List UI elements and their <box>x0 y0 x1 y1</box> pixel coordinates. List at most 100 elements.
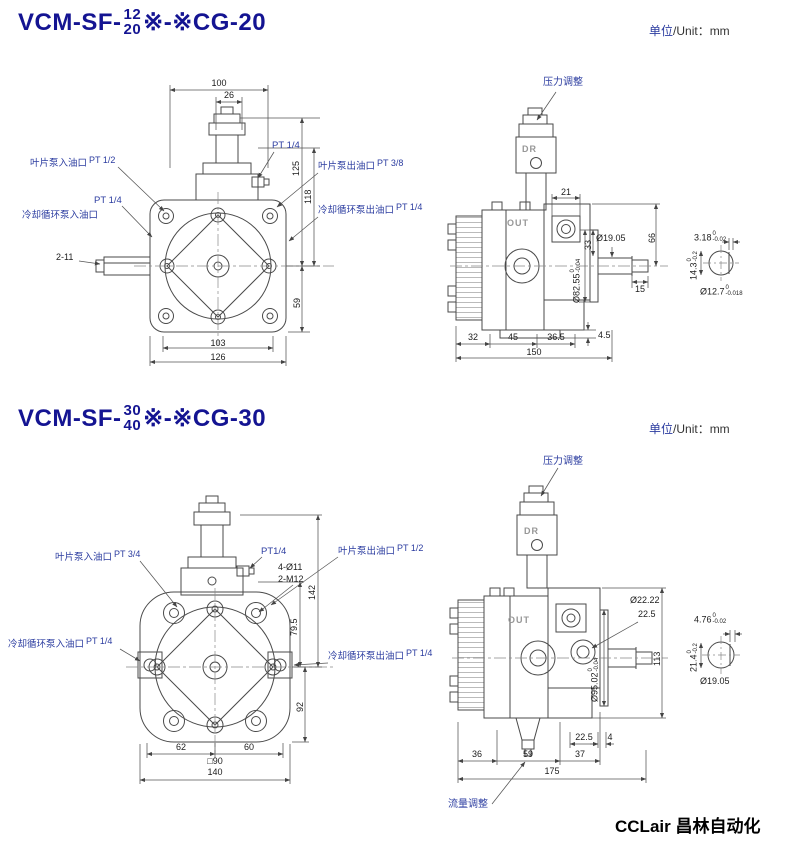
dim-37: 37 <box>574 749 586 759</box>
label-text: 叶片泵入油口 <box>30 158 88 169</box>
dim-103: 103 <box>210 338 226 348</box>
label-pressure-adjust-cg20: 压力调整 <box>543 77 583 88</box>
dim-port-dia-cg30: Ø22.22 <box>630 595 660 605</box>
dim-118: 118 <box>303 189 313 204</box>
label-text: 冷却循环泵入油口 <box>8 639 85 650</box>
unit-label-cg20: 单位/Unit：mm <box>649 22 730 39</box>
label-out-cg30: OUT <box>508 615 530 625</box>
dim-32: 32 <box>467 332 479 342</box>
dim-126: 126 <box>210 352 226 362</box>
dim-shaft-section-dia-cg20: Ø12.70 -0.018 <box>700 285 743 298</box>
dim-100: 100 <box>211 78 227 88</box>
dim-22-5: 22.5 <box>638 609 656 619</box>
title-suffix: ※-※CG-30 <box>143 405 267 432</box>
dim-key-height-cg20: 14.30 -0.2 <box>687 251 700 280</box>
label-text: 叶片泵入油口 <box>55 552 113 563</box>
title-suffix: ※-※CG-20 <box>143 9 267 36</box>
cg20-shaft-detail <box>698 238 740 281</box>
dim-66: 66 <box>647 232 657 243</box>
dim-62: 62 <box>175 742 187 752</box>
label-pt: PT 1/2 <box>397 543 424 553</box>
cg30-front-dims <box>119 514 339 784</box>
dim-tolerance: 0 -0.018 <box>725 285 743 298</box>
cg20-side-dims <box>455 91 660 362</box>
dim-value: Ø95.02 <box>589 672 600 702</box>
dim-22-5b: 22.5 <box>575 732 593 742</box>
dim-125: 125 <box>291 160 301 176</box>
dim-150: 150 <box>526 347 542 357</box>
dim-2-11: 2-11 <box>56 252 74 262</box>
label-text: 叶片泵出油口 <box>338 546 396 557</box>
dim-spigot-dia-cg20: Ø82.550 -0.04 <box>570 259 583 303</box>
dim-shaft-section-dia-cg30: Ø19.05 <box>700 676 730 686</box>
unit-zh: 单位 <box>649 422 674 436</box>
cg30-front-view <box>126 495 334 756</box>
dim-36-5: 36.5 <box>547 332 565 342</box>
dim-tolerance: 0 -0.2 <box>687 251 700 262</box>
dim-value: 21.4 <box>688 654 699 672</box>
dim-4-5: 4.5 <box>598 330 611 340</box>
dim-113: 113 <box>652 651 662 666</box>
label-text: 冷却循环泵出油口 <box>318 205 395 216</box>
dim-spigot-dia-cg30: Ø95.020 -0.04 <box>588 658 601 702</box>
label-valve-port-cg20: PT 1/4 <box>272 140 300 151</box>
dim-value: 4.76 <box>694 614 712 625</box>
label-text: 叶片泵出油口 <box>318 161 376 172</box>
label-dr-cg30: DR <box>524 526 539 536</box>
unit-label-cg30: 单位/Unit：mm <box>649 420 730 437</box>
label-cool-inlet-pt-cg20: PT 1/4 <box>94 195 122 206</box>
cg30-side-dims <box>457 467 666 805</box>
fraction-bottom: 40 <box>123 416 142 434</box>
dim-142: 142 <box>307 584 317 600</box>
label-pt: PT 1/4 <box>86 636 113 646</box>
dim-2-m12: 2-M12 <box>278 574 304 584</box>
dim-92: 92 <box>295 701 305 712</box>
dim-value: 14.3 <box>688 262 699 280</box>
dim-tolerance: 0 -0.04 <box>588 657 601 672</box>
dim-21: 21 <box>560 187 572 197</box>
dim-36: 36 <box>471 749 483 759</box>
fraction-top: 30 <box>123 402 142 420</box>
dim-tolerance: 0 -0.04 <box>570 258 583 273</box>
dim-60: 60 <box>243 742 255 752</box>
dim-15: 15 <box>634 284 646 294</box>
dim-sq90: □90 <box>207 756 223 766</box>
cg20-front-dims <box>78 85 320 366</box>
label-text: 冷却循环泵出油口 <box>328 651 405 662</box>
dim-tolerance: 0 -0.02 <box>712 231 727 244</box>
fraction-top: 12 <box>123 6 142 24</box>
label-pt: PT 3/8 <box>377 158 404 168</box>
label-pt: PT 1/4 <box>406 648 433 658</box>
brand-footer: CCLair 昌林自动化 <box>615 817 761 836</box>
dim-45: 45 <box>507 332 519 342</box>
dim-26: 26 <box>223 90 235 100</box>
dim-value: 3.18 <box>694 232 712 243</box>
label-flow-adjust-cg30: 流量调整 <box>448 799 488 810</box>
dim-tolerance: 0 -0.2 <box>687 643 700 654</box>
dim-140: 140 <box>207 767 223 777</box>
dim-key-height-cg30: 21.40 -0.2 <box>687 643 700 672</box>
fraction-bottom: 20 <box>123 20 142 38</box>
dim-175: 175 <box>544 766 560 776</box>
dim-4-o11: 4-Ø11 <box>278 562 303 572</box>
label-pt: PT 1/4 <box>396 202 423 212</box>
dim-key-width-cg20: 3.180 -0.02 <box>694 231 726 244</box>
unit-rest: /Unit：mm <box>673 24 730 38</box>
dim-value: Ø12.7 <box>700 286 725 297</box>
label-pt: PT 3/4 <box>114 549 141 559</box>
label-pt: PT 1/2 <box>89 155 116 165</box>
dim-value: Ø82.55 <box>571 273 582 303</box>
dim-79-5: 79.5 <box>289 618 299 636</box>
